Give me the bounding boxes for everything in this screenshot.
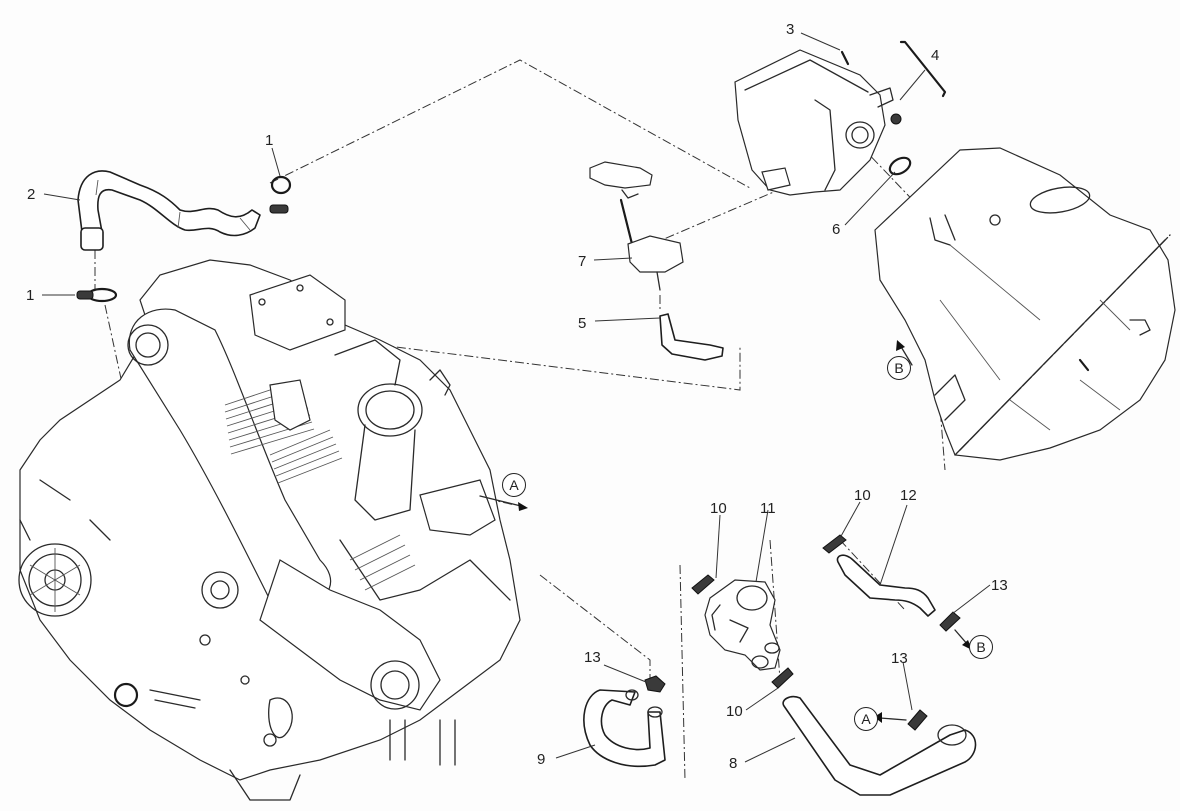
callout-8-hose: 8 — [729, 755, 738, 772]
hose-2-assembly — [76, 170, 292, 303]
callout-10-clamp-lower: 10 — [726, 703, 743, 720]
callout-leader-lines — [42, 32, 991, 763]
reference-marker-b-hose: B — [969, 635, 993, 659]
callout-6-seal-ring: 6 — [832, 221, 841, 238]
engine-assembly — [18, 259, 521, 801]
callout-11-valve-body: 11 — [760, 500, 776, 517]
callout-2-breather-hose: 2 — [27, 186, 36, 203]
valve-11-assembly — [691, 534, 847, 689]
callout-13-clamp-right: 13 — [991, 577, 1008, 594]
callout-10-clamp-right: 10 — [854, 487, 871, 504]
air-box — [874, 147, 1176, 461]
callout-10-clamp-left: 10 — [710, 500, 727, 517]
callout-5-small-hose: 5 — [578, 315, 587, 332]
sensor-and-hose-5 — [589, 161, 724, 361]
callout-4-fastener-kit: 4 — [931, 47, 940, 64]
callout-1-lower-clamp: 1 — [26, 287, 35, 304]
breather-reservoir — [734, 40, 947, 196]
callout-13-clamp-lower: 13 — [891, 650, 908, 667]
callout-7-sensor: 7 — [578, 253, 587, 270]
reference-marker-a-engine: A — [502, 473, 526, 497]
hose-8 — [782, 695, 977, 796]
callout-13-clamp-left: 13 — [584, 649, 601, 666]
reference-marker-a-hose: A — [854, 707, 878, 731]
hose-9 — [583, 675, 666, 768]
callout-12-hose: 12 — [900, 487, 917, 504]
callout-1-upper-clamp: 1 — [265, 132, 274, 149]
callout-9-hose: 9 — [537, 751, 546, 768]
reference-marker-b-airbox: B — [887, 356, 911, 380]
callout-3-screw: 3 — [786, 21, 795, 38]
hose-12 — [836, 554, 961, 632]
